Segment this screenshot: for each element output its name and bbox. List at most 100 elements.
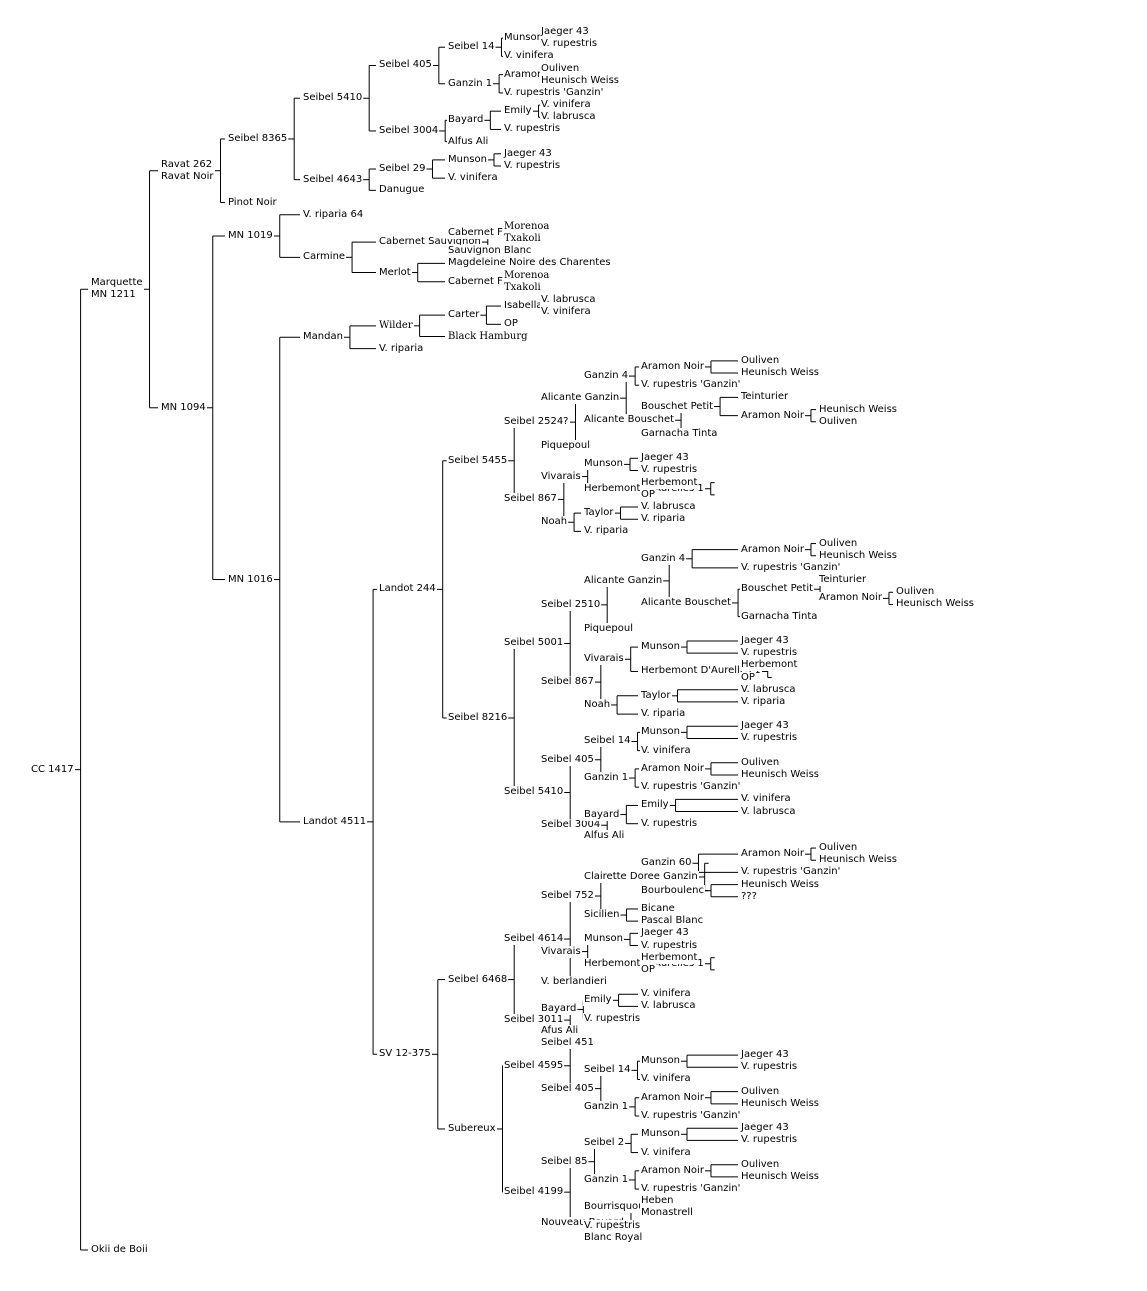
- pedigree-node: Bicane: [640, 902, 676, 915]
- pedigree-node-label: Txakoli: [504, 233, 541, 245]
- pedigree-node-label: Monastrell: [641, 1207, 693, 1219]
- pedigree-node-label: Seibel 8365: [228, 132, 288, 144]
- pedigree-node: Jaeger 43: [640, 927, 690, 940]
- pedigree-node-label: Jaeger 43: [741, 720, 789, 732]
- pedigree-node-label: V. rupestris 'Ganzin': [641, 379, 741, 391]
- pedigree-node-label: Ravat 262: [161, 158, 213, 170]
- pedigree-node-label: Seibel 4199: [504, 1186, 564, 1198]
- pedigree-node: OP: [740, 671, 756, 684]
- pedigree-node: Seibel 752: [540, 890, 595, 903]
- pedigree-node-label: V. labrusca: [641, 501, 696, 513]
- pedigree-node: Morenoa: [503, 220, 551, 233]
- pedigree-node-label: Txakoli: [504, 281, 541, 293]
- pedigree-node-label: V. rupestris 'Ganzin': [504, 86, 604, 98]
- pedigree-node-label: V. rupestris: [741, 732, 798, 744]
- pedigree-node: Seibel 5455: [447, 454, 509, 467]
- pedigree-node-label: Heunisch Weiss: [541, 74, 620, 86]
- pedigree-node-label: Heunisch Weiss: [741, 1097, 820, 1109]
- pedigree-node: V. rupestris: [640, 464, 699, 477]
- pedigree-node-label: Garnacha Tinta: [641, 427, 718, 439]
- pedigree-node: Seibel 4643: [302, 173, 364, 186]
- pedigree-node-label: Bayard: [448, 114, 484, 126]
- pedigree-node: Carmine: [302, 251, 347, 264]
- pedigree-node: Sicilien: [583, 909, 621, 922]
- pedigree-node-label: Seibel 14: [448, 41, 495, 53]
- pedigree-node-label: MN 1016: [228, 573, 273, 585]
- pedigree-node-label: Sicilien: [584, 909, 620, 921]
- pedigree-node: V. rupestris: [503, 159, 562, 172]
- pedigree-node: V. labrusca: [740, 805, 797, 818]
- pedigree-node-label: Herbemont: [641, 476, 698, 488]
- pedigree-node: Pinot Noir: [227, 196, 278, 209]
- pedigree-node-label: Seibel 405: [541, 1082, 594, 1094]
- pedigree-node-label: Bouschet Petit: [641, 400, 714, 412]
- pedigree-node: Alicante Ganzin: [583, 574, 664, 587]
- pedigree-node: OP: [640, 963, 656, 976]
- pedigree-node: V. riparia: [640, 513, 687, 526]
- pedigree-node-label: Aramon Noir: [641, 1091, 704, 1103]
- pedigree-node: Alicante Ganzin: [540, 392, 621, 405]
- pedigree-node-label: Alicante Ganzin: [584, 574, 663, 586]
- pedigree-node-label: V. labrusca: [641, 1000, 696, 1012]
- pedigree-node-label: Vivarais: [541, 470, 581, 482]
- pedigree-node: V. vinifera: [540, 306, 592, 319]
- pedigree-node: Munson: [640, 641, 681, 654]
- pedigree-node: Seibel 85: [540, 1155, 589, 1168]
- pedigree-node: V. riparia: [378, 342, 425, 355]
- pedigree-node-label: Aramon Noir: [641, 1164, 704, 1176]
- pedigree-node: Bouschet Petit: [640, 400, 715, 413]
- pedigree-node-label: Teinturier: [819, 574, 867, 586]
- pedigree-node: Seibel 6468: [447, 973, 509, 986]
- pedigree-node: Seibel 2510: [540, 598, 602, 611]
- pedigree-node: Bourboulenc: [640, 884, 705, 897]
- pedigree-node: CC 1417: [30, 763, 75, 776]
- pedigree-node-label: OP: [641, 488, 655, 500]
- pedigree-node: Taylor: [640, 689, 672, 702]
- pedigree-node-label: V. vinifera: [641, 1073, 691, 1085]
- pedigree-node-label: Aramon Noir: [819, 592, 882, 604]
- pedigree-node-label: V. vinifera: [641, 744, 691, 756]
- pedigree-node-label: Munson: [448, 153, 487, 165]
- pedigree-node: Ganzin 1: [447, 77, 494, 90]
- pedigree-node-label: V. berlandieri: [541, 976, 607, 988]
- pedigree-node: Ouliven: [740, 1085, 781, 1098]
- pedigree-node: Pascal Blanc: [640, 915, 705, 928]
- pedigree-node: Seibel 8216: [447, 711, 509, 724]
- pedigree-node-label: Cabernet Franc: [448, 275, 525, 287]
- pedigree-node-label: V. rupestris: [741, 1061, 798, 1073]
- pedigree-node-label: V. vinifera: [541, 306, 591, 318]
- pedigree-node: Heunisch Weiss: [740, 1097, 821, 1110]
- pedigree-node-label: Afus Ali: [541, 1024, 579, 1036]
- pedigree-node-label: Ouliven: [819, 842, 858, 854]
- pedigree-node-label: Piquepoul: [584, 622, 634, 634]
- pedigree-node: OP: [503, 318, 519, 331]
- pedigree-node: V. vinifera: [640, 988, 692, 1001]
- pedigree-node: Munson: [447, 153, 488, 166]
- pedigree-node: Bourrisquou: [583, 1201, 646, 1214]
- pedigree-node: Heunisch Weiss: [818, 549, 899, 562]
- pedigree-node-label: Munson: [504, 32, 543, 44]
- pedigree-node-label: Emily: [504, 105, 532, 117]
- pedigree-node: Seibel 451: [540, 1036, 595, 1049]
- pedigree-node: Monastrell: [640, 1207, 694, 1220]
- pedigree-node: Aramon Noir: [740, 409, 805, 422]
- pedigree-node-label: Seibel 14: [584, 735, 631, 747]
- pedigree-node-label: Alfus Ali: [584, 829, 625, 841]
- pedigree-node-label: V. rupestris: [584, 1219, 641, 1231]
- pedigree-node-label: Alicante Bouschet: [584, 414, 675, 426]
- pedigree-node: Heunisch Weiss: [818, 854, 899, 867]
- pedigree-node: Bayard: [447, 114, 485, 127]
- pedigree-node-label: Munson: [641, 1128, 680, 1140]
- pedigree-node-label: Munson: [641, 726, 680, 738]
- pedigree-node: Heunisch Weiss: [895, 598, 976, 611]
- pedigree-node-label: V. riparia 64: [303, 208, 364, 220]
- pedigree-node-label: MN 1094: [161, 401, 206, 413]
- pedigree-node: Ganzin 1: [583, 1173, 630, 1186]
- pedigree-node-label: Bayard: [584, 808, 620, 820]
- pedigree-node-label: V. labrusca: [541, 293, 596, 305]
- pedigree-node-label: Bouschet Petit: [741, 583, 814, 595]
- pedigree-node: Jaeger 43: [503, 147, 553, 160]
- pedigree-node: Heunisch Weiss: [740, 768, 821, 781]
- pedigree-node: SV 12-375: [378, 1048, 432, 1061]
- pedigree-node-label: Alicante Ganzin: [541, 392, 620, 404]
